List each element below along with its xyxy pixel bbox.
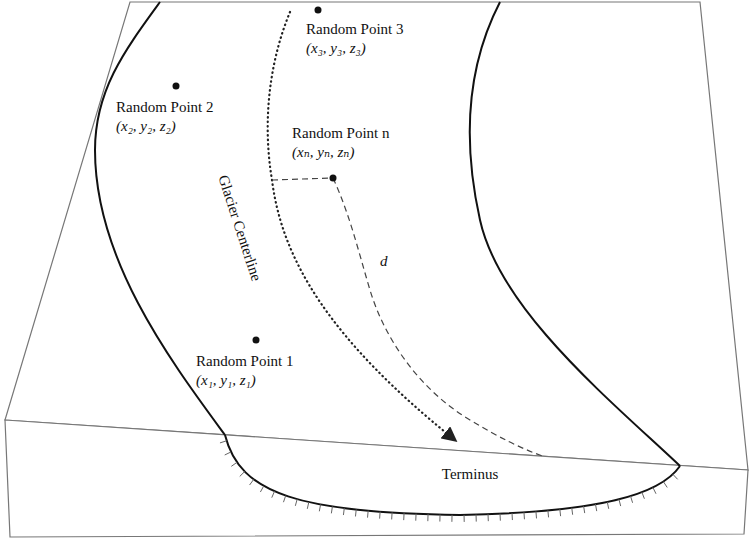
hachure-tick [427, 514, 428, 521]
hachure-tick [295, 499, 297, 506]
hachure-tick [476, 515, 477, 522]
hachure-tick [631, 496, 633, 503]
hachure-tick [653, 487, 656, 493]
point-label: Random Point 1 [196, 352, 294, 370]
hachure-tick [272, 491, 275, 497]
coordinate-label: (x₁, y₁, z₁) [196, 371, 256, 389]
hachure-tick [319, 504, 320, 511]
point-dot [173, 83, 180, 90]
hachure-tick [439, 515, 440, 522]
hachure-tick [488, 514, 489, 521]
hachure-tick [220, 441, 227, 443]
hachure-tick [231, 462, 237, 466]
hachure-tick [595, 504, 596, 511]
hachure-tick [584, 506, 585, 513]
hachure-tick [250, 479, 254, 485]
point-dot [253, 337, 260, 344]
hachure-tick [225, 452, 231, 455]
hachure-tick [512, 513, 513, 520]
distance-dashed-line [333, 178, 545, 457]
hachure-tick [415, 514, 416, 521]
block-top-face [5, 2, 748, 470]
terminus-label: Terminus [440, 465, 500, 483]
hachure-tick [535, 511, 537, 518]
glacier-left-margin [95, 2, 225, 435]
hachure-tick [391, 512, 392, 519]
hachure-tick [607, 502, 608, 509]
hachure-tick [547, 510, 549, 517]
bed-hachures [220, 441, 678, 522]
hachure-tick [367, 511, 369, 518]
glacier-right-margin [470, 2, 680, 466]
hachure-tick [663, 482, 667, 488]
hachure-tick [619, 499, 621, 506]
hachure-tick [451, 515, 452, 522]
hachure-tick [240, 472, 245, 477]
hachure-tick [403, 513, 404, 520]
point-label: Random Point n [292, 124, 390, 142]
hachure-tick [260, 486, 263, 492]
hachure-tick [571, 508, 573, 515]
centerline-dotted [268, 12, 455, 440]
hachure-tick [673, 474, 678, 479]
hachure-tick [343, 508, 345, 515]
distance-label: d [380, 252, 388, 270]
hachure-tick [283, 496, 285, 503]
coordinate-label: (xₙ, yₙ, zₙ) [292, 143, 354, 161]
coordinate-label: (x₂, y₂, z₂) [116, 117, 176, 135]
point-dot [330, 175, 337, 182]
hachure-tick [500, 514, 501, 521]
hachure-tick [379, 512, 381, 519]
hachure-tick [464, 515, 465, 522]
hachure-tick [331, 506, 332, 513]
point-dot [315, 7, 322, 14]
hachure-tick [559, 509, 561, 516]
block-front-face [5, 420, 748, 537]
hachure-tick [523, 512, 524, 519]
glacier-cross-section [225, 435, 680, 515]
hachure-tick [642, 492, 645, 499]
hachure-tick [355, 509, 357, 516]
point-label: Random Point 3 [306, 20, 404, 38]
coordinate-label: (x₃, y₃, z₃) [306, 39, 366, 57]
offset-dashed-line [272, 178, 333, 180]
point-label: Random Point 2 [116, 98, 214, 116]
hachure-tick [307, 502, 309, 509]
